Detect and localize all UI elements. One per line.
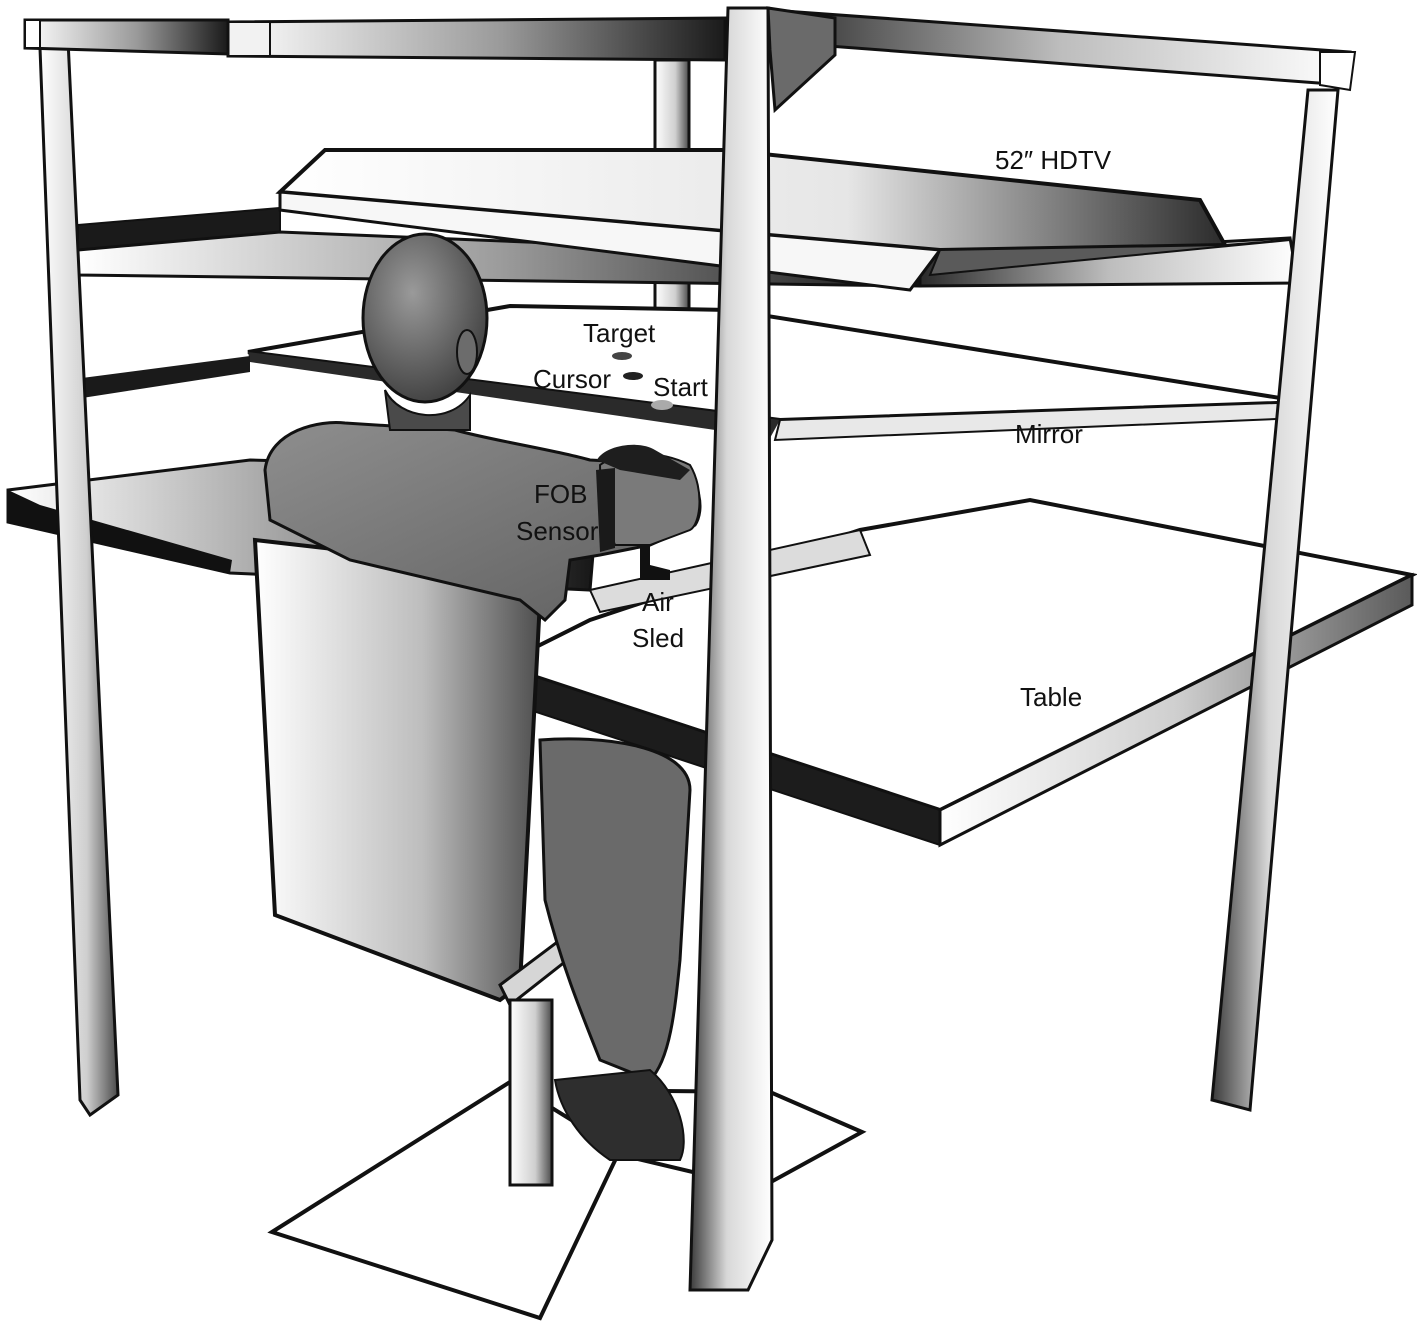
label-cursor: Cursor [533, 364, 611, 394]
frame-right-beam [768, 8, 1357, 92]
label-table: Table [1020, 682, 1082, 712]
frame-back-right-post [1210, 88, 1340, 1112]
frame-front-center-post [688, 6, 837, 1292]
frame-front-left-post [38, 38, 120, 1118]
target-marker [612, 352, 632, 360]
chair [252, 537, 653, 1187]
label-air-line1: Air [642, 587, 674, 617]
label-mirror: Mirror [1015, 419, 1083, 449]
label-target: Target [583, 318, 656, 348]
participant [263, 232, 702, 1161]
frame-left-beam [23, 18, 230, 56]
floor-mat [267, 1079, 867, 1321]
label-start: Start [653, 372, 709, 402]
label-hdtv: 52″ HDTV [995, 145, 1112, 175]
label-fob-line1: FOB [534, 479, 587, 509]
label-air-line2: Sled [632, 623, 684, 653]
frame-back-beam [226, 16, 727, 62]
cursor-marker [623, 372, 643, 380]
start-marker [651, 400, 673, 410]
label-fob-line2: Sensor [516, 516, 599, 546]
mirror [82, 303, 1307, 442]
